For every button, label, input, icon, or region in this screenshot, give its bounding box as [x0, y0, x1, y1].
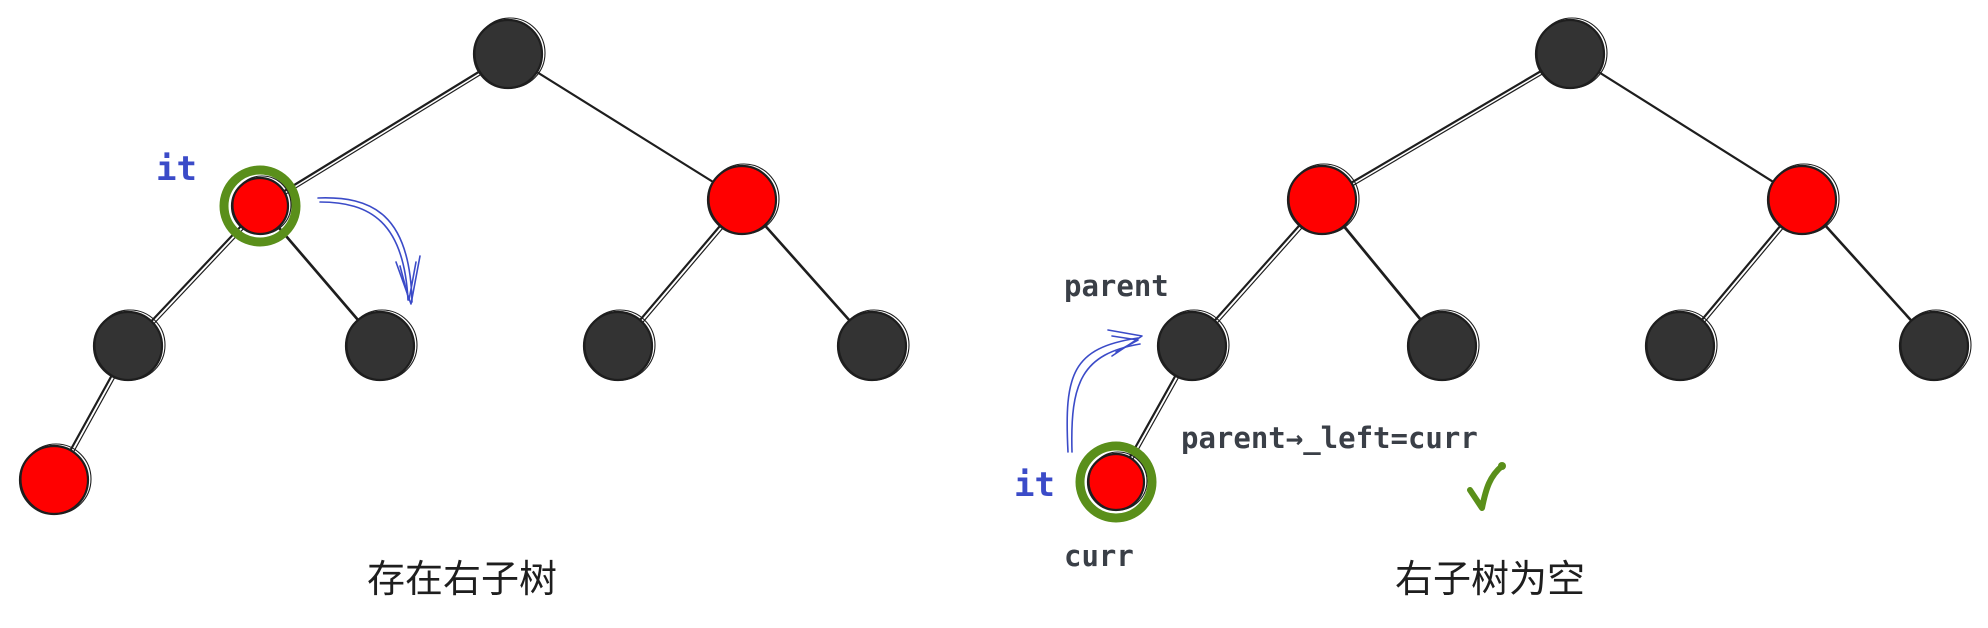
right-it-label: it — [1014, 465, 1055, 505]
right-tree-nodes — [1075, 17, 1972, 523]
node-sketch-outline — [232, 175, 292, 235]
node-sketch-outline — [94, 309, 166, 381]
right-tree-edges — [1114, 52, 1938, 485]
left-traverse-arrow — [317, 197, 421, 305]
right-tree-caption: 右子树为空 — [1395, 557, 1585, 601]
code-label: parent→_left=curr — [1181, 421, 1478, 455]
black-node — [92, 309, 166, 382]
node-sketch-outline — [346, 309, 418, 381]
left-tree-edges — [52, 52, 876, 483]
node-circle — [1156, 310, 1228, 382]
node-sketch-outline — [1646, 309, 1718, 381]
node-circle — [92, 310, 164, 382]
highlight-ring — [219, 165, 301, 247]
tree-edge-sketch — [510, 55, 746, 203]
black-node — [344, 309, 418, 382]
node-circle — [836, 310, 908, 382]
red-node — [1286, 163, 1360, 236]
red-node — [219, 165, 301, 247]
tree-edge-sketch — [1324, 55, 1574, 203]
node-sketch-outline — [20, 443, 92, 515]
black-node — [1406, 309, 1480, 382]
node-circle — [1766, 164, 1838, 236]
left-tree-nodes — [18, 17, 910, 516]
node-circle — [1534, 18, 1606, 90]
check-icon — [1467, 462, 1506, 511]
node-circle — [344, 310, 416, 382]
right-parent-arrow — [1066, 329, 1143, 453]
red-node — [18, 443, 92, 516]
node-circle — [1898, 310, 1970, 382]
node-circle — [472, 18, 544, 90]
node-sketch-outline — [1536, 17, 1608, 89]
node-sketch-outline — [1900, 309, 1972, 381]
node-circle — [18, 444, 90, 516]
right-tree: parent it curr parent→_left=curr 右子树为空 — [1014, 17, 1972, 601]
black-node — [1156, 309, 1230, 382]
node-sketch-outline — [1088, 451, 1148, 511]
node-circle — [1644, 310, 1716, 382]
red-node — [706, 163, 780, 236]
black-node — [1644, 309, 1718, 382]
red-node — [1075, 441, 1157, 523]
black-node — [472, 17, 546, 90]
left-tree-caption: 存在右子树 — [367, 557, 557, 601]
black-node — [1898, 309, 1972, 382]
tree-edge — [1320, 52, 1572, 202]
node-sketch-outline — [838, 309, 910, 381]
node-circle — [1286, 164, 1358, 236]
black-node — [582, 309, 656, 382]
node-circle — [582, 310, 654, 382]
node-sketch-outline — [474, 17, 546, 89]
black-node — [1534, 17, 1608, 90]
tree-edge — [258, 52, 510, 208]
node-circle — [706, 164, 778, 236]
black-node — [836, 309, 910, 382]
parent-label: parent — [1064, 269, 1169, 303]
tree-edge-sketch — [1572, 55, 1806, 203]
node-sketch-outline — [708, 163, 780, 235]
left-it-label: it — [156, 149, 197, 189]
highlight-ring — [1075, 441, 1157, 523]
node-sketch-outline — [1768, 163, 1840, 235]
node-circle — [1406, 310, 1478, 382]
tree-edge-sketch — [262, 55, 512, 209]
node-sketch-outline — [584, 309, 656, 381]
node-sketch-outline — [1288, 163, 1360, 235]
node-sketch-outline — [1158, 309, 1230, 381]
node-sketch-outline — [1408, 309, 1480, 381]
left-tree: it 存在右子树 — [18, 17, 910, 601]
red-node — [1766, 163, 1840, 236]
curr-label: curr — [1064, 539, 1134, 573]
